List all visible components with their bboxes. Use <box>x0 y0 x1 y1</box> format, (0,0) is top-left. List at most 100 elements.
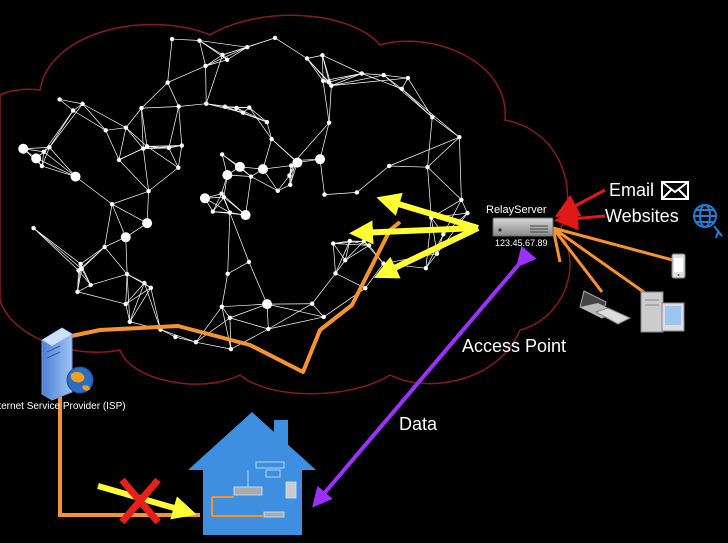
mesh-link <box>41 165 76 177</box>
mesh-link <box>82 103 127 129</box>
peer-node <box>423 266 429 271</box>
mesh-link <box>427 136 460 168</box>
mesh-link <box>168 147 179 168</box>
mesh-link <box>146 146 169 149</box>
desktop-icon <box>640 291 685 333</box>
mesh-link <box>59 99 74 111</box>
peer-node <box>124 271 130 277</box>
mesh-link <box>90 273 128 286</box>
access-point-label: Access Point <box>462 336 567 356</box>
peer-node <box>127 319 132 324</box>
mesh-link <box>129 282 145 322</box>
mesh-link <box>141 108 148 147</box>
peer-node <box>78 261 83 267</box>
mesh-link <box>271 138 298 163</box>
mesh-link <box>227 212 231 274</box>
peer-node <box>222 169 233 180</box>
mesh-link <box>146 146 179 168</box>
mesh-link <box>322 80 330 123</box>
mesh-link <box>177 145 183 168</box>
mesh-link <box>461 199 468 214</box>
mesh-link <box>118 127 127 160</box>
peer-node <box>405 75 411 81</box>
peer-node <box>262 299 273 310</box>
mesh-link <box>142 148 149 192</box>
mesh-link <box>199 40 206 67</box>
mesh-link <box>266 121 272 140</box>
peer-node <box>57 97 62 102</box>
peer-node <box>246 259 252 265</box>
mesh-link <box>49 103 83 148</box>
peer-node <box>288 163 294 168</box>
peer-node <box>234 105 239 111</box>
mesh-link <box>229 317 232 350</box>
mesh-link <box>77 284 91 293</box>
peer-node <box>315 154 326 165</box>
mesh-link <box>221 273 228 307</box>
mesh-link <box>324 192 357 195</box>
mesh-link <box>78 270 91 286</box>
peer-node <box>326 79 332 85</box>
peer-node <box>288 182 293 187</box>
mesh-link <box>249 107 268 123</box>
peer-node <box>320 78 326 84</box>
peer-node <box>179 143 184 148</box>
relay-broadcast-arrows <box>349 192 480 279</box>
mesh-link <box>172 38 200 41</box>
mesh-link <box>41 147 50 167</box>
peer-node <box>203 63 208 69</box>
mesh-link <box>245 176 252 216</box>
peer-node <box>366 243 372 248</box>
peer-node <box>123 125 129 130</box>
mesh-link <box>78 246 105 271</box>
mesh-link <box>221 303 268 308</box>
peer-node <box>304 56 310 61</box>
mesh-link <box>105 127 126 131</box>
mesh-link <box>407 77 433 118</box>
mesh-link <box>332 243 336 274</box>
peer-node <box>363 285 368 291</box>
peer-node <box>173 334 178 340</box>
peer-node <box>146 188 151 194</box>
peer-node <box>227 315 233 321</box>
peer-node <box>204 101 209 106</box>
mesh-link <box>432 116 460 138</box>
peer-node <box>41 149 46 154</box>
peer-node <box>387 163 392 169</box>
mesh-link <box>43 110 74 152</box>
peer-node <box>309 301 315 306</box>
peer-node <box>144 144 150 149</box>
peer-node <box>169 36 175 42</box>
peer-node <box>322 192 327 197</box>
mesh-link <box>72 110 106 131</box>
peer-node <box>139 105 144 111</box>
mesh-link <box>195 317 231 343</box>
mesh-link <box>129 287 152 322</box>
peer-node <box>222 104 228 109</box>
mesh-link <box>125 282 145 305</box>
mesh-link <box>82 103 106 131</box>
peer-node <box>120 232 131 243</box>
mesh-link <box>361 73 403 90</box>
mesh-link <box>104 204 113 248</box>
mesh-link <box>361 73 384 76</box>
mesh-link <box>333 243 370 246</box>
peer-node <box>321 314 326 320</box>
peer-node <box>141 146 146 151</box>
mesh-link <box>229 317 269 330</box>
blocked-x-icon <box>119 477 161 525</box>
phone-icon <box>671 253 686 279</box>
peer-node <box>148 285 154 291</box>
mesh-link <box>77 291 126 305</box>
peer-node <box>228 346 234 352</box>
peer-node <box>441 232 446 237</box>
home-network-house <box>188 412 316 535</box>
mesh-link <box>104 246 128 275</box>
mesh-link <box>141 106 179 109</box>
email-label: Email <box>609 180 655 200</box>
websites-arrow <box>554 206 606 231</box>
mesh-link <box>328 85 332 123</box>
mesh-link <box>323 73 362 82</box>
mesh-link <box>277 175 290 192</box>
peer-node <box>245 44 250 50</box>
